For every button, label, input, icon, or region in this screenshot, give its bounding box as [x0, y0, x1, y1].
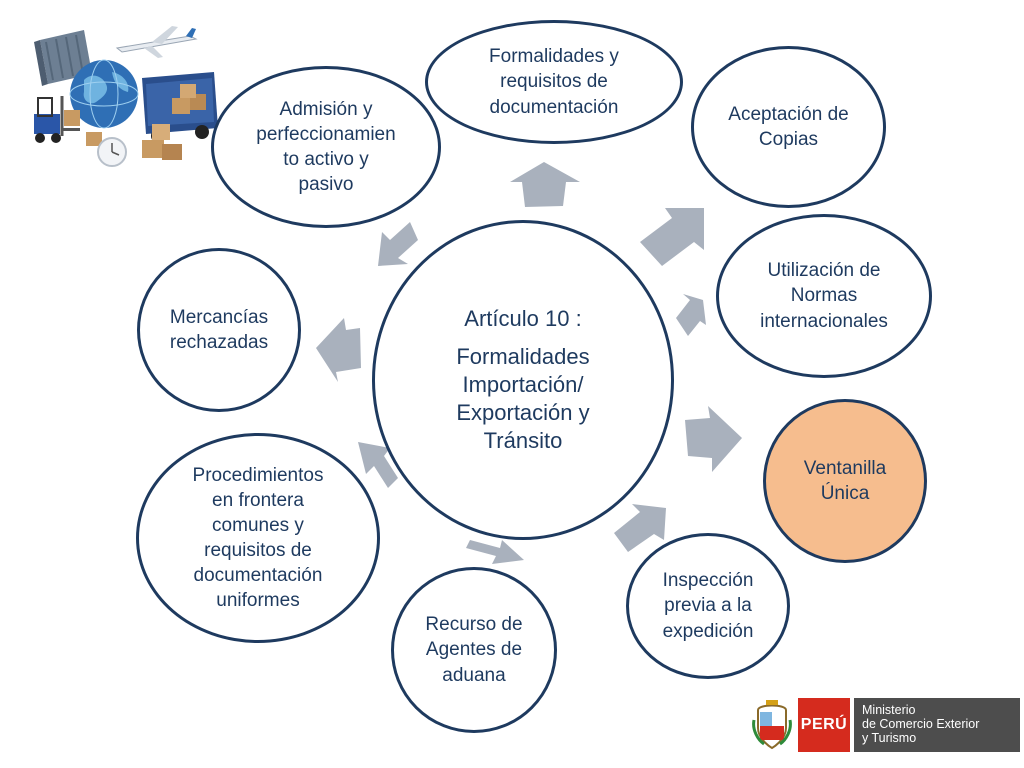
ministry-name: Ministerio de Comercio Exterior y Turism… [862, 703, 980, 745]
center-title: Artículo 10 : [464, 305, 582, 331]
arrow-up [510, 162, 580, 207]
container-icon [34, 30, 92, 86]
arrow-upper-left [378, 222, 418, 266]
boxes-icon [86, 124, 182, 160]
node-formalidades-requisitos: Formalidades y requisitos de documentaci… [425, 20, 683, 144]
arrow-lower-left [358, 442, 398, 488]
globe-icon [69, 59, 139, 129]
airplane-icon [115, 26, 198, 58]
node-admision-perfeccionamiento: Admisión y perfeccionamien to activo y p… [211, 66, 441, 228]
node-procedimientos-frontera: Procedimientos en frontera comunes y req… [136, 433, 380, 643]
arrow-right [685, 406, 742, 472]
forklift-icon [34, 96, 80, 143]
ministry-name-box: Ministerio de Comercio Exterior y Turism… [852, 698, 1020, 752]
peru-label-box: PERÚ [798, 698, 850, 752]
node-label: Utilización de Normas internacionales [760, 260, 888, 332]
node-label: Aceptación de Copias [728, 103, 849, 150]
center-node: Artículo 10 : Formalidades Importación/ … [372, 220, 674, 540]
node-normas-internacionales: Utilización de Normas internacionales [716, 214, 932, 378]
node-label: Procedimientos en frontera comunes y req… [192, 464, 324, 612]
arrow-left [316, 318, 361, 382]
node-inspeccion-previa: Inspección previa a la expedición [626, 533, 790, 679]
ministry-logo: PERÚ Ministerio de Comercio Exterior y T… [752, 698, 1022, 756]
logistics-illustration [34, 26, 218, 167]
node-ventanilla-unica: Ventanilla Única [763, 399, 927, 563]
arrow-lower-right [614, 504, 666, 552]
coat-of-arms-icon [752, 700, 792, 750]
node-label: Mercancías rechazadas [169, 306, 269, 353]
arrow-down [466, 540, 524, 564]
arrow-upper-right [640, 208, 704, 266]
country-label: PERÚ [800, 716, 848, 733]
truck-icon [142, 72, 218, 143]
node-mercancias-rechazadas: Mercancías rechazadas [137, 248, 301, 412]
node-label: Admisión y perfeccionamien to activo y p… [256, 98, 396, 196]
node-label: Inspección previa a la expedición [662, 570, 754, 642]
node-agentes-aduana: Recurso de Agentes de aduana [391, 567, 557, 733]
node-aceptacion-copias: Aceptación de Copias [691, 46, 886, 208]
node-label: Recurso de Agentes de aduana [425, 614, 523, 686]
arrow-right-upper [676, 294, 706, 336]
center-subtitle: Formalidades Importación/ Exportación y … [456, 343, 590, 454]
clock-icon [97, 137, 127, 167]
node-label: Formalidades y requisitos de documentaci… [489, 46, 619, 118]
node-label: Ventanilla Única [803, 457, 887, 504]
